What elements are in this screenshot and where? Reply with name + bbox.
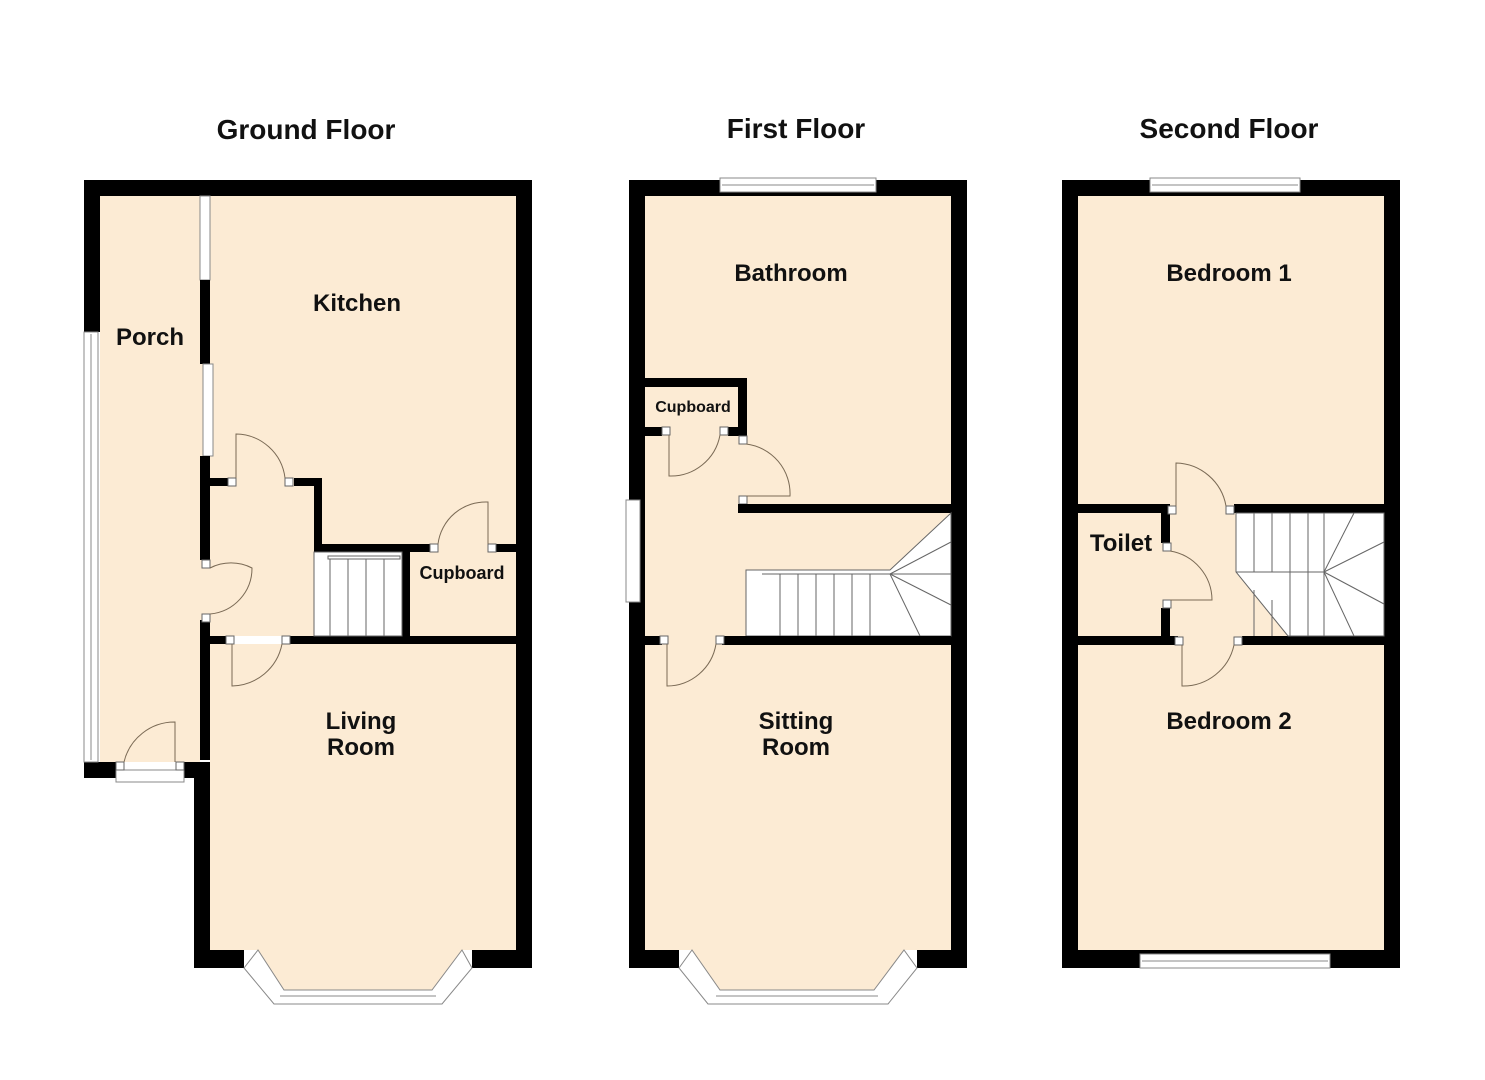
room-label-bedroom-1: Bedroom 1 (1166, 260, 1291, 287)
room-label-bedroom-2: Bedroom 2 (1166, 708, 1291, 735)
room-label-sitting-room-line2: Room (762, 734, 830, 761)
ground-floor: Ground Floor (83, 114, 532, 1005)
room-label-sitting-room-line1: Sitting (759, 708, 834, 735)
room-label-cupboard: Cupboard (420, 563, 505, 583)
room-label-living-room-line2: Room (327, 734, 395, 761)
room-label-kitchen: Kitchen (313, 290, 401, 317)
room-label-porch: Porch (116, 324, 184, 351)
room-label-cupboard-first: Cupboard (655, 399, 731, 416)
room-label-bathroom: Bathroom (734, 260, 847, 287)
second-floor: Second Floor (1062, 113, 1400, 969)
room-label-living-room-line1: Living (326, 708, 397, 735)
room-label-toilet: Toilet (1090, 530, 1152, 557)
second-floor-title: Second Floor (1140, 113, 1319, 144)
first-floor: First Floor (625, 113, 967, 1005)
ground-floor-title: Ground Floor (217, 114, 396, 145)
first-floor-title: First Floor (727, 113, 866, 144)
